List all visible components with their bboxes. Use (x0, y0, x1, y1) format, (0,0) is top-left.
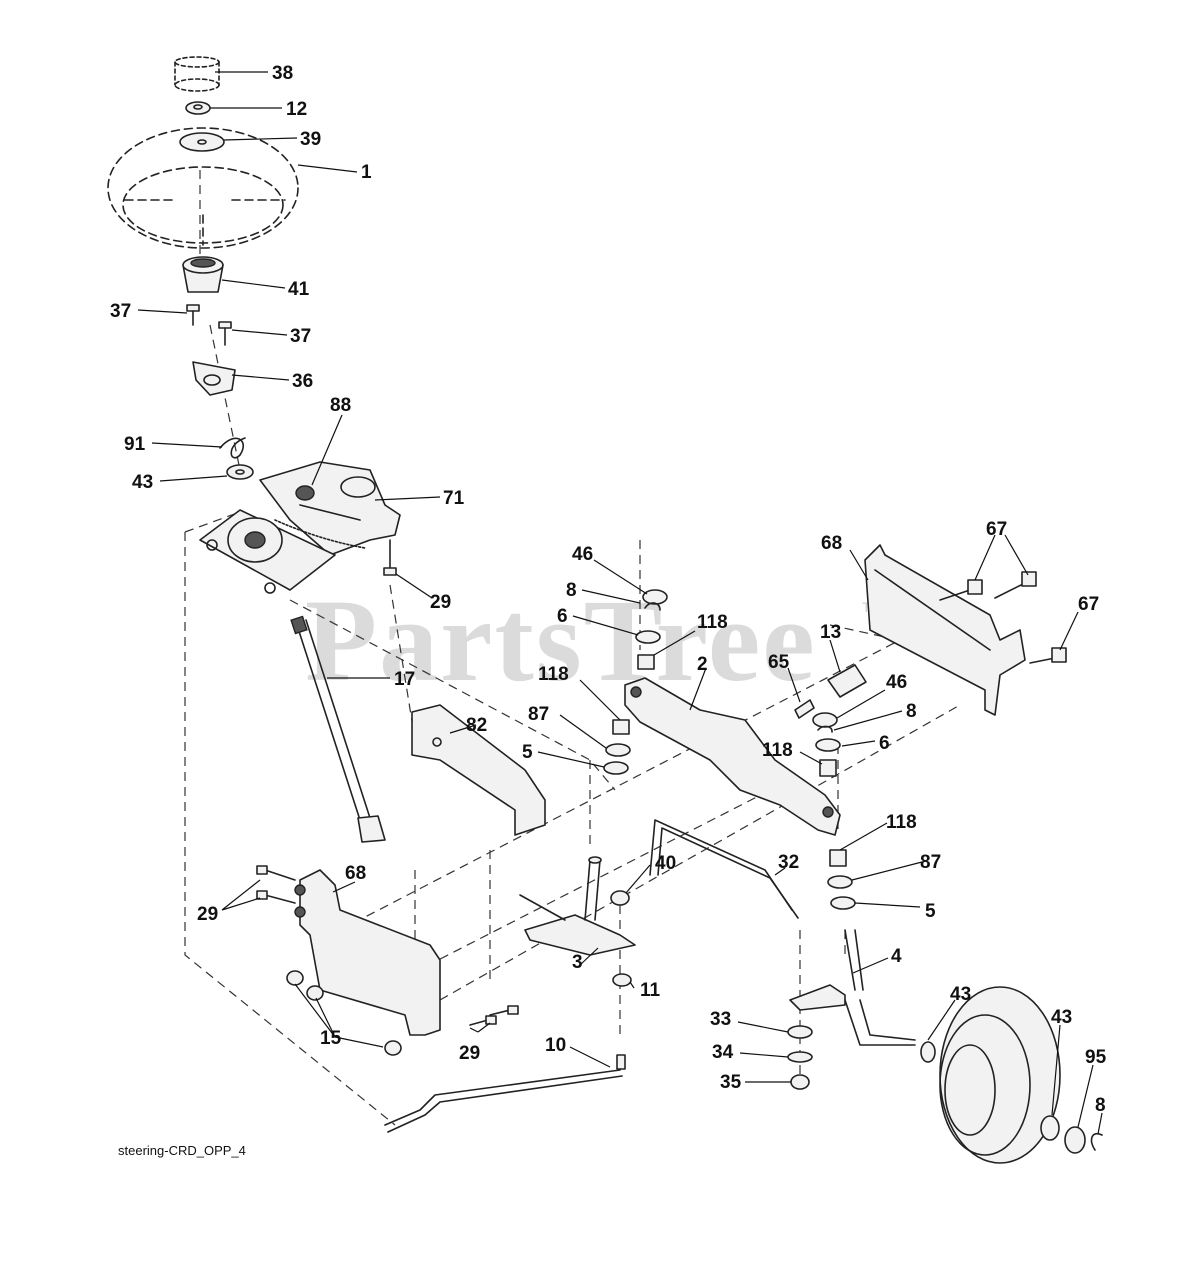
hex-nut-part (185, 101, 211, 115)
callout-label: 8 (1095, 1095, 1106, 1116)
left-axle-hardware-part (603, 589, 668, 775)
right-axle-hardware-part (812, 712, 856, 910)
bolt-part (383, 539, 397, 576)
callout-label: 46 (886, 672, 907, 693)
callout-label: 118 (697, 612, 728, 633)
callout-label: 82 (466, 715, 487, 736)
callout-label: 5 (522, 742, 533, 763)
callout-label: 3 (572, 952, 583, 973)
callout-label: 15 (320, 1028, 342, 1049)
callout-label: 67 (1078, 594, 1099, 615)
callout-label: 37 (290, 326, 311, 347)
left-side-plate-part (294, 869, 441, 1036)
callout-label: 71 (443, 488, 465, 509)
callout-label: 118 (538, 664, 569, 685)
callout-label: 43 (132, 472, 153, 493)
watermark: PartsTree (305, 575, 817, 706)
clip-and-washer-part (219, 437, 254, 480)
callout-label: 118 (762, 740, 793, 761)
wheel-hardware-part (1040, 1115, 1103, 1154)
callout-label: 17 (394, 669, 415, 690)
callout-label: 6 (879, 733, 890, 754)
callout-label: 2 (697, 654, 708, 675)
callout-label: 29 (430, 592, 451, 613)
callout-label: 88 (330, 395, 351, 416)
callout-label: 67 (986, 519, 1007, 540)
callout-label: 32 (778, 852, 799, 873)
callout-label: 29 (197, 904, 218, 925)
callout-label: 1 (361, 162, 372, 183)
washer-part (179, 132, 225, 152)
callout-label: 8 (906, 701, 917, 722)
right-spindle-part (789, 929, 916, 1046)
callout-label: 87 (920, 852, 941, 873)
callout-label: 43 (1051, 1007, 1072, 1028)
callout-label: 91 (124, 434, 146, 455)
steering-shaft-part (290, 615, 386, 843)
leader-lines (137, 71, 1103, 1135)
callout-label: 29 (459, 1043, 480, 1064)
bushing-plate-part (192, 361, 236, 396)
callout-labels: 38 12 39 1 41 37 37 36 88 91 43 71 29 17… (110, 63, 1107, 1116)
callout-label: 34 (712, 1042, 734, 1063)
bolt-pair-part (186, 304, 232, 346)
diagram-caption: steering-CRD_OPP_4 (118, 1143, 246, 1158)
bolts-bottom-part (469, 1005, 519, 1026)
callout-label: 46 (572, 544, 593, 565)
callout-label: 39 (300, 129, 321, 150)
callout-label: 11 (640, 980, 661, 1001)
front-axle-part (624, 677, 841, 836)
callout-label: 41 (288, 279, 310, 300)
drag-link-part (384, 1054, 626, 1133)
callout-label: 37 (110, 301, 131, 322)
callout-label: 68 (345, 863, 366, 884)
callout-label: 118 (886, 812, 917, 833)
steering-gear-housing-part (259, 461, 401, 556)
pivot-pin-part (794, 664, 867, 719)
bolts-left-part (256, 865, 296, 904)
right-axle-support-plate-part (864, 544, 1026, 716)
callout-label: 33 (710, 1009, 731, 1030)
callout-label: 43 (950, 984, 971, 1005)
callout-label: 4 (891, 946, 902, 967)
callout-label: 36 (292, 371, 313, 392)
tie-rod-part (649, 819, 799, 919)
callout-label: 13 (820, 622, 841, 643)
callout-label: 10 (545, 1035, 566, 1056)
callout-label: 5 (925, 901, 936, 922)
steering-cap-part (174, 56, 220, 92)
callout-label: 65 (768, 652, 790, 673)
callout-label: 95 (1085, 1047, 1107, 1068)
callout-label: 40 (655, 853, 676, 874)
bracket-part (411, 704, 546, 836)
steering-wheel-part (107, 127, 299, 249)
nuts-part (286, 970, 402, 1056)
spindle-washer-nut-stack-part (787, 1025, 813, 1090)
axle-bolts-part (939, 571, 1067, 664)
steering-bracket-base-part (199, 509, 336, 594)
callout-label: 87 (528, 704, 549, 725)
callout-label: 6 (557, 606, 568, 627)
callout-label: 8 (566, 580, 577, 601)
callout-label: 38 (272, 63, 293, 84)
callout-label: 35 (720, 1072, 742, 1093)
spindle-nut-washer-part (610, 890, 632, 987)
steering-adapter-part (182, 256, 224, 293)
callout-label: 68 (821, 533, 842, 554)
callout-label: 12 (286, 99, 307, 120)
left-spindle-part (519, 856, 636, 956)
front-wheel-part (920, 986, 1061, 1164)
